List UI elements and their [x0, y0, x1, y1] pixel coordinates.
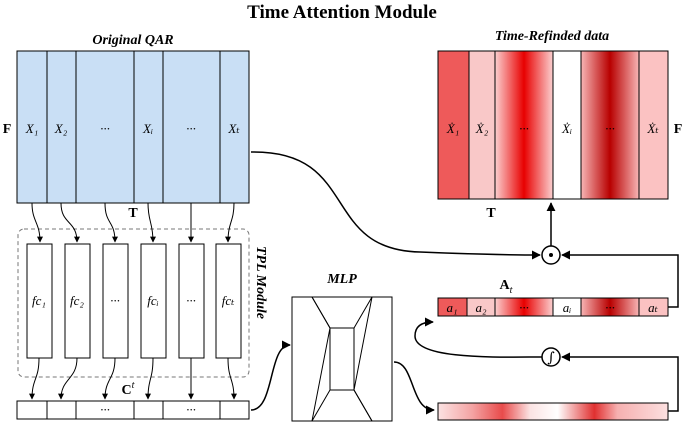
attention-cell-i: aᵢ — [563, 300, 572, 315]
qar-col-dots-2: ··· — [186, 121, 196, 136]
sigmoid-operator-symbol: ∫ — [547, 350, 554, 366]
fc-t: fcₜ — [222, 293, 235, 308]
multiply-operator-dot — [549, 253, 553, 257]
attention-cell-1: a₁ — [446, 300, 457, 315]
refined-axis-t: T — [486, 206, 496, 221]
qar-block — [16, 50, 250, 204]
fc-layers — [26, 243, 242, 359]
refined-col-1: Ẋ₁ — [446, 121, 459, 136]
refined-col-dots-1: ··· — [519, 121, 529, 136]
attention-cell-dots-2: ··· — [605, 300, 615, 315]
qar-col-2: X₂ — [54, 121, 68, 136]
sigmoid-to-attention-arrow — [414, 317, 543, 358]
qar-col-i: Xᵢ — [142, 121, 153, 136]
bar-to-sigmoid-arrow — [561, 352, 679, 412]
refined-col-dots-2: ··· — [605, 121, 615, 136]
attention-label: At — [500, 278, 513, 296]
mlp-label: MLP — [326, 272, 357, 287]
refined-col-t: Ẋₜ — [646, 121, 659, 136]
qar-to-fc-arrows — [31, 202, 235, 243]
ct-row — [16, 400, 250, 420]
attention-to-multiply-arrow — [561, 250, 679, 308]
mlp-output-bar — [437, 402, 669, 421]
qar-col-dots-1: ··· — [100, 121, 110, 136]
fc-i: fcᵢ — [147, 293, 158, 308]
ct-cell-dots-2: ··· — [186, 402, 196, 417]
mlp-block — [291, 296, 393, 422]
refined-axis-f: F — [674, 122, 683, 137]
mlp-to-bar-arrow — [393, 361, 435, 415]
tpl-module-label: TPL Module — [253, 246, 268, 319]
refined-block — [437, 50, 669, 200]
qar-axis-t: T — [128, 206, 138, 221]
ct-to-mlp-arrow — [250, 340, 291, 411]
fc-1: fc₁ — [32, 293, 46, 308]
qar-to-multiply-arrow — [250, 151, 541, 260]
fc-dots-2: ··· — [186, 293, 196, 308]
qar-col-1: X₁ — [25, 121, 38, 136]
diagram-title: Time Attention Module — [247, 2, 437, 23]
attention-cell-t: aₜ — [648, 300, 659, 315]
tpl-module-frame — [17, 228, 250, 378]
attention-cell-dots-1: ··· — [519, 300, 529, 315]
ct-label: Ct — [122, 380, 135, 398]
qar-label: Original QAR — [92, 33, 173, 48]
refined-col-2: Ẋ₂ — [475, 121, 489, 136]
fc-to-ct-arrows — [29, 357, 237, 400]
attention-cell-2: a₂ — [475, 300, 487, 315]
fc-dots-1: ··· — [110, 293, 120, 308]
attention-row — [437, 297, 669, 317]
ct-cell-dots-1: ··· — [100, 402, 110, 417]
qar-col-t: Xₜ — [227, 121, 240, 136]
qar-axis-f: F — [3, 122, 12, 137]
fc-2: fc₂ — [70, 293, 84, 308]
refined-label: Time-Refinded data — [495, 29, 609, 44]
refined-col-i: Ẋᵢ — [561, 121, 572, 136]
